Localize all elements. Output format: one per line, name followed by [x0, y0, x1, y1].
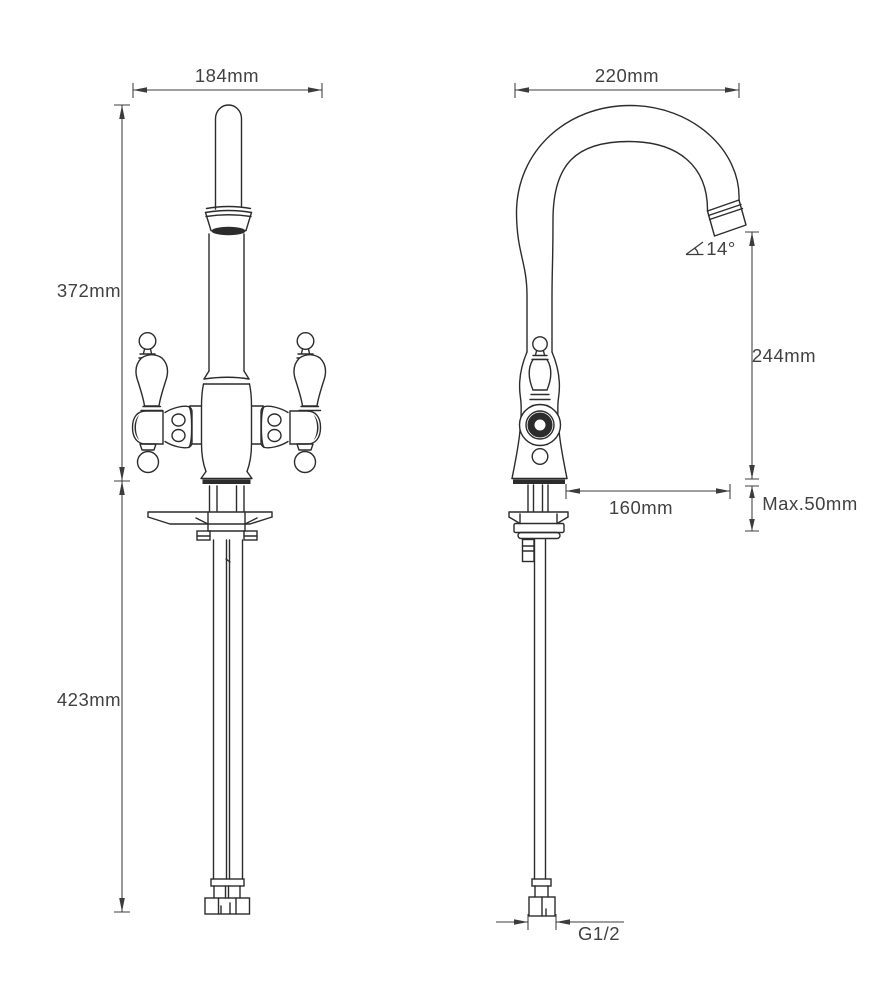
dim-label-front-width: 184mm — [194, 65, 260, 86]
dim-label-side-depth: 220mm — [594, 65, 660, 86]
dim-label-front-height-above-deck: 372mm — [56, 280, 122, 301]
front-view-body — [189, 370, 264, 512]
side-view-spout — [515, 104, 740, 353]
dim-label-side-max-deck-thickness: Max.50mm — [762, 493, 858, 514]
front-view-spout — [204, 104, 253, 372]
front-view-right-handle — [260, 332, 327, 474]
dim-side-max-deck-50 — [745, 485, 759, 532]
angle-icon — [685, 241, 704, 256]
side-view-supply-hose — [533, 538, 547, 880]
front-view-base-plate — [147, 511, 273, 541]
dim-label-side-thread-size: G1/2 — [577, 923, 621, 944]
side-view-aerator — [706, 199, 747, 237]
dim-side-thread-g12 — [496, 914, 624, 930]
dim-front-width-184 — [132, 83, 323, 98]
dim-side-reach-160 — [565, 484, 731, 499]
side-view-body — [511, 336, 568, 513]
front-view-connector-nut — [204, 878, 251, 915]
dim-front-heights-372-423 — [114, 104, 130, 913]
side-view-connector-nut — [528, 878, 556, 917]
dim-label-side-reach: 160mm — [608, 497, 674, 518]
dim-label-side-outlet-angle: 14° — [706, 238, 736, 259]
side-view-base-plate — [508, 511, 569, 563]
dim-side-depth-220 — [514, 83, 740, 98]
dim-label-side-outlet-height: 244mm — [751, 345, 817, 366]
front-view-left-handle — [131, 332, 193, 474]
front-view-supply-pipes — [212, 539, 244, 880]
dim-side-outlet-height-244 — [745, 231, 759, 480]
dim-label-front-height-below-deck: 423mm — [56, 689, 122, 710]
